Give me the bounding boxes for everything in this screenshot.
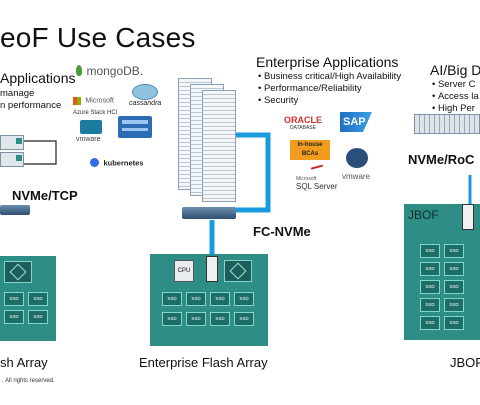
- center-bullet-item-3: Security: [258, 95, 401, 107]
- ssd-label: SSD: [33, 314, 43, 319]
- sqlserver-label: SQL Server: [296, 182, 338, 191]
- vmware-box-icon: [80, 120, 102, 134]
- ssd-label: SSD: [449, 320, 459, 325]
- mongodb-logo: mongoDB.: [76, 62, 143, 80]
- ssd-label: SSD: [33, 296, 43, 301]
- page-title: eoF Use Cases: [0, 22, 196, 53]
- ssd-label: SSD: [239, 296, 249, 301]
- windows-icon: [73, 96, 81, 105]
- right-bullet-3: High Per: [432, 103, 479, 115]
- right-panel-header: AI/Big D: [430, 62, 480, 78]
- server-rack-3: [202, 90, 236, 202]
- ssd-label: SSD: [425, 284, 435, 289]
- ssd-label: SSD: [191, 316, 201, 321]
- kubernetes-logo: kubernetes: [90, 154, 143, 172]
- left-server-stack: [0, 135, 34, 167]
- microsoft-label: Microsoft: [85, 97, 114, 105]
- ssd-label: SSD: [425, 302, 435, 307]
- ssd-label: SSD: [215, 296, 225, 301]
- right-server: [414, 114, 480, 134]
- ssd-label: SSD: [425, 320, 435, 325]
- ssd-label: SSD: [425, 266, 435, 271]
- sphere-icon: [346, 148, 368, 168]
- left-panel-header: Applications: [0, 70, 76, 86]
- right-bullet-2: Access la: [432, 91, 479, 103]
- ssd-label: SSD: [449, 266, 459, 271]
- ssd-label: SSD: [191, 296, 201, 301]
- left-panel-bullets: manage n performance: [0, 88, 61, 112]
- helm-icon: [90, 158, 99, 168]
- center-array-caption: Enterprise Flash Array: [139, 355, 268, 370]
- right-bullet-1: Server C: [432, 79, 479, 91]
- jbof-port-icon: [462, 204, 474, 230]
- ssd-label: SSD: [425, 248, 435, 253]
- leaf-icon: [76, 65, 82, 77]
- sap-logo: SAP: [340, 112, 372, 132]
- left-protocol-label: NVMe/TCP: [12, 188, 78, 203]
- ssd-label: SSD: [9, 296, 19, 301]
- left-bullet-2: n performance: [0, 100, 62, 111]
- ssd-label: SSD: [449, 284, 459, 289]
- cassandra-logo: cassandra: [129, 84, 161, 107]
- left-switch: [0, 205, 30, 215]
- ssd-label: SSD: [167, 296, 177, 301]
- center-bullet-item-2: Performance/Reliability: [258, 83, 401, 95]
- ssd-label: SSD: [449, 248, 459, 253]
- left-bullet-1: manage: [0, 88, 35, 99]
- inhouse-label-1: In-house: [297, 142, 323, 148]
- oracle-logo: ORACLE DATABASE: [284, 115, 322, 131]
- ssd-label: SSD: [167, 316, 177, 321]
- sql-server-logo: Microsoft SQL Server: [296, 176, 338, 191]
- inhouse-bca-badge: In-house BCAs: [290, 140, 330, 160]
- oracle-db-label: DATABASE: [290, 125, 316, 131]
- right-protocol-label: NVMe/RoC: [408, 152, 475, 167]
- mongodb-label: mongoDB.: [86, 63, 144, 78]
- center-panel-header: Enterprise Applications: [256, 54, 399, 70]
- azure-label: Azure Stack HCI: [73, 110, 118, 116]
- left-vmware-label: vmware: [76, 136, 101, 143]
- center-fc-switch: [182, 207, 236, 219]
- left-array-caption: sh Array: [0, 355, 48, 370]
- cpu-chip-icon: CPU: [174, 260, 194, 282]
- ssd-label: SSD: [9, 314, 19, 319]
- left-controller-chip-icon: [4, 261, 32, 283]
- right-panel-bullets: Server C Access la High Per: [432, 79, 479, 115]
- sap-label: SAP: [343, 116, 366, 128]
- sqlserver-microsoft-label: Microsoft: [296, 176, 317, 182]
- left-flash-array: SSD SSD SSD SSD: [0, 256, 56, 341]
- microsoft-azure-logo: Microsoft Azure Stack HCI: [73, 92, 117, 116]
- center-bullet-list: Business critical/High Availability Perf…: [258, 71, 401, 107]
- cassandra-label: cassandra: [129, 100, 162, 107]
- center-protocol-label: FC-NVMe: [253, 224, 311, 239]
- ssd-label: SSD: [449, 302, 459, 307]
- left-network-links: [24, 140, 57, 165]
- center-controller-chip-icon: [224, 260, 252, 282]
- right-jbof-array: JBOF SSD SSD SSD SSD SSD SSD SSD SSD SSD…: [404, 204, 480, 340]
- jbof-box-label: JBOF: [408, 208, 439, 222]
- oracle-label: ORACLE: [284, 115, 322, 125]
- center-bullet-item-1: Business critical/High Availability: [258, 71, 401, 83]
- center-flash-array: CPU SSD SSD SSD SSD SSD SSD SSD SSD: [150, 254, 268, 346]
- dashboard-icon: [118, 116, 152, 138]
- kubernetes-label: kubernetes: [103, 158, 144, 168]
- ssd-label: SSD: [239, 316, 249, 321]
- fc-port-icon: [206, 256, 218, 282]
- center-vmware-label: vmware: [342, 172, 371, 181]
- cpu-label: CPU: [177, 268, 191, 274]
- right-array-caption: JBOF: [450, 355, 480, 370]
- copyright-footer: . All rights reserved.: [2, 378, 55, 384]
- eye-icon: [132, 84, 159, 100]
- ssd-label: SSD: [215, 316, 225, 321]
- inhouse-label-2: BCAs: [301, 151, 319, 157]
